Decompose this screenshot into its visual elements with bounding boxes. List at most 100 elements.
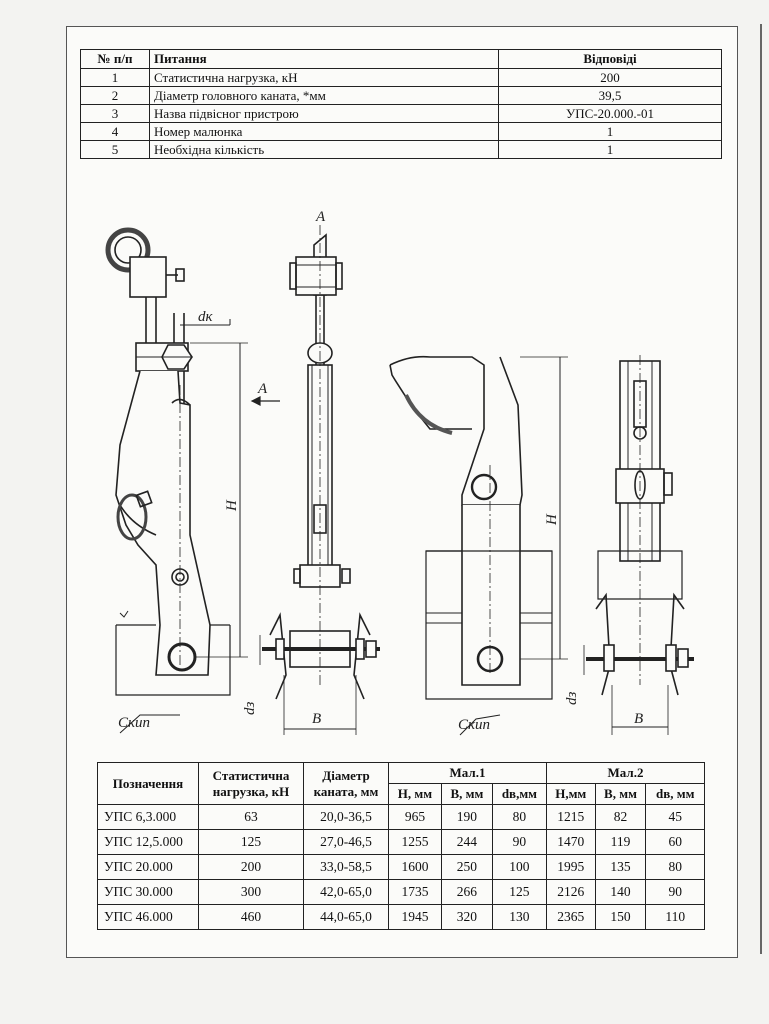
header-question: Питання xyxy=(149,49,499,69)
row-question: Назва підвісног пристрою xyxy=(149,104,499,123)
figure-1-front-view xyxy=(259,225,380,735)
cell-diameter: 20,0-36,5 xyxy=(303,804,389,830)
label-b-left: B xyxy=(312,711,321,727)
subheader-h1: H, мм xyxy=(388,783,442,805)
row-question: Номер малюнка xyxy=(149,122,499,141)
label-h-left: H xyxy=(224,499,240,512)
cell-b1: 244 xyxy=(440,829,493,855)
specifications-table: Позначення Статистична нагрузка, кН Діам… xyxy=(97,762,706,930)
row-question: Діаметр головного каната, *мм xyxy=(149,86,499,105)
cell-diameter: 42,0-65,0 xyxy=(303,879,389,905)
cell-load: 460 xyxy=(198,904,304,930)
header-diameter: Діаметр каната, мм xyxy=(303,762,389,805)
cell-load: 125 xyxy=(198,829,304,855)
cell-designation: УПС 12,5.000 xyxy=(97,829,199,855)
table-row: 2 Діаметр головного каната, *мм 39,5 xyxy=(80,86,722,105)
cell-d2: 60 xyxy=(645,829,705,855)
cell-b2: 140 xyxy=(594,879,647,905)
cell-h2: 1995 xyxy=(545,854,596,880)
cell-b1: 190 xyxy=(440,804,493,830)
cell-diameter: 44,0-65,0 xyxy=(303,904,389,930)
cell-h1: 1945 xyxy=(388,904,442,930)
header-mal2: Мал.2 xyxy=(545,762,706,784)
table-row: 4 Номер малюнка 1 xyxy=(80,122,722,141)
questions-table: № п/п Питання Відповіді 1 Статистична на… xyxy=(80,49,722,159)
cell-d1: 125 xyxy=(491,879,547,905)
cell-d1: 90 xyxy=(491,829,547,855)
label-skip-left: Скип xyxy=(118,715,150,731)
row-answer: 1 xyxy=(498,140,722,159)
row-answer: 200 xyxy=(498,68,722,87)
table-row: 5 Необхідна кількість 1 xyxy=(80,140,722,159)
header-load: Статистична нагрузка, кН xyxy=(198,762,304,805)
cell-h1: 1735 xyxy=(388,879,442,905)
cell-b1: 250 xyxy=(440,854,493,880)
cell-d2: 90 xyxy=(645,879,705,905)
subheader-h2: H,мм xyxy=(545,783,596,805)
subheader-d1: dв,мм xyxy=(491,783,547,805)
cell-h1: 965 xyxy=(388,804,442,830)
label-section-a-arrow: А xyxy=(257,381,268,397)
figure-1-side-view xyxy=(105,227,248,734)
table-row: УПС 6,3.000 63 20,0-36,5 965 190 80 1215… xyxy=(97,804,705,830)
cell-h2: 2126 xyxy=(545,879,596,905)
spec-header-row: Позначення Статистична нагрузка, кН Діам… xyxy=(97,762,706,805)
table-row: УПС 30.000 300 42,0-65,0 1735 266 125 21… xyxy=(97,879,705,905)
cell-b1: 266 xyxy=(440,879,493,905)
label-section-a-top: А xyxy=(315,209,326,225)
row-answer: УПС-20.000.-01 xyxy=(498,104,722,123)
cell-b2: 135 xyxy=(594,854,647,880)
label-skip-right: Скип xyxy=(458,717,490,733)
row-question: Статистична нагрузка, кН xyxy=(149,68,499,87)
cell-b2: 150 xyxy=(594,904,647,930)
cell-b2: 82 xyxy=(594,804,647,830)
technical-drawing: А А dк H H dз dз B B Скип Скип xyxy=(105,209,694,736)
row-question: Необхідна кількість xyxy=(149,140,499,159)
cell-d1: 130 xyxy=(491,904,547,930)
row-number: 5 xyxy=(80,140,150,159)
cell-designation: УПС 6,3.000 xyxy=(97,804,199,830)
label-b-right: B xyxy=(634,711,643,727)
cell-b1: 320 xyxy=(440,904,493,930)
table-row: УПС 46.000 460 44,0-65,0 1945 320 130 23… xyxy=(97,904,705,930)
label-d-right: dз xyxy=(564,692,580,706)
page-edge-line xyxy=(760,24,762,954)
cell-designation: УПС 30.000 xyxy=(97,879,199,905)
cell-d1: 80 xyxy=(491,804,547,830)
table-row: 1 Статистична нагрузка, кН 200 xyxy=(80,68,722,87)
table-row: 3 Назва підвісног пристрою УПС-20.000.-0… xyxy=(80,104,722,123)
row-answer: 1 xyxy=(498,122,722,141)
row-number: 1 xyxy=(80,68,150,87)
header-designation: Позначення xyxy=(97,762,199,805)
section-arrow xyxy=(250,396,280,406)
cell-d1: 100 xyxy=(491,854,547,880)
cell-b2: 119 xyxy=(594,829,647,855)
table-row: УПС 20.000 200 33,0-58,5 1600 250 100 19… xyxy=(97,854,705,880)
cell-diameter: 27,0-46,5 xyxy=(303,829,389,855)
figure-2-front-view xyxy=(583,355,694,735)
header-mal1: Мал.1 xyxy=(388,762,547,784)
subheader-b2: B, мм xyxy=(594,783,647,805)
subheader-b1: B, мм xyxy=(440,783,493,805)
row-number: 3 xyxy=(80,104,150,123)
cell-designation: УПС 46.000 xyxy=(97,904,199,930)
label-h-right: H xyxy=(544,513,560,526)
cell-d2: 80 xyxy=(645,854,705,880)
cell-h2: 1470 xyxy=(545,829,596,855)
row-number: 4 xyxy=(80,122,150,141)
header-number: № п/п xyxy=(80,49,150,69)
cell-h1: 1600 xyxy=(388,854,442,880)
cell-load: 200 xyxy=(198,854,304,880)
row-number: 2 xyxy=(80,86,150,105)
cell-h2: 1215 xyxy=(545,804,596,830)
questions-header-row: № п/п Питання Відповіді xyxy=(80,49,722,69)
table-row: УПС 12,5.000 125 27,0-46,5 1255 244 90 1… xyxy=(97,829,705,855)
cell-load: 63 xyxy=(198,804,304,830)
cell-d2: 45 xyxy=(645,804,705,830)
cell-load: 300 xyxy=(198,879,304,905)
cell-diameter: 33,0-58,5 xyxy=(303,854,389,880)
label-d-left: dз xyxy=(242,702,258,716)
cell-designation: УПС 20.000 xyxy=(97,854,199,880)
figure-2-side-view xyxy=(389,355,568,736)
cell-d2: 110 xyxy=(645,904,705,930)
